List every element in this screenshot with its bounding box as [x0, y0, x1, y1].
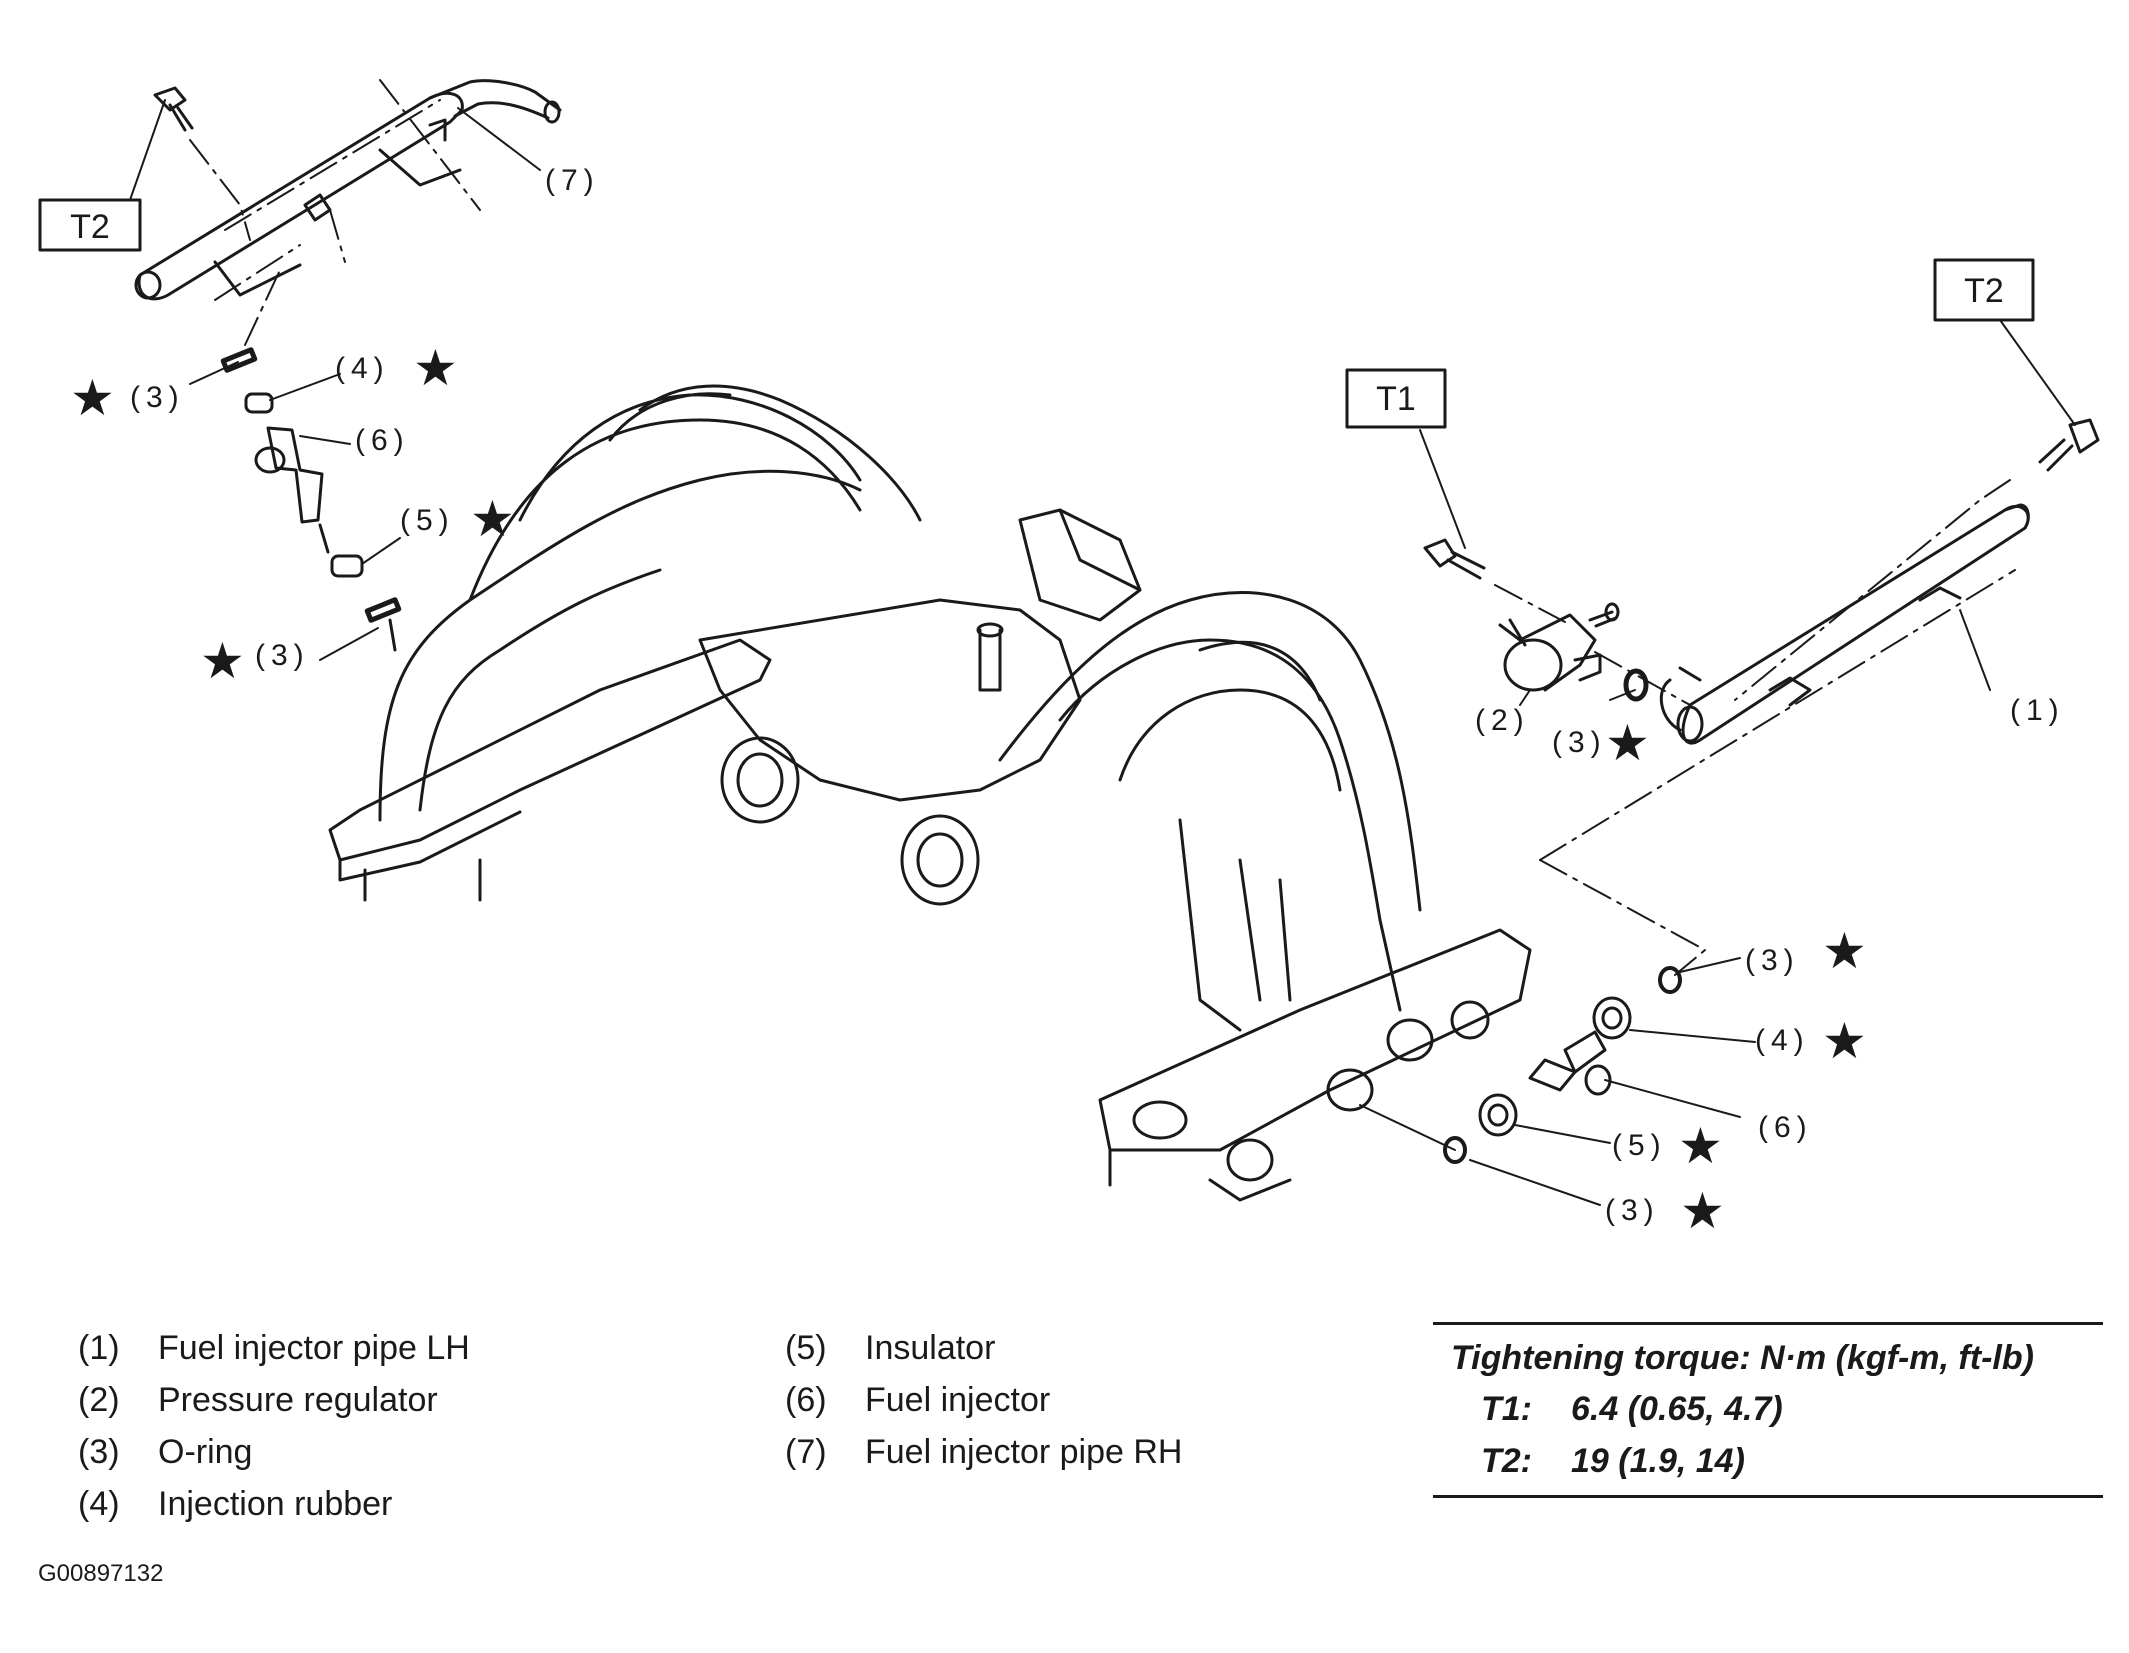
legend-label: Insulator — [865, 1329, 996, 1367]
legend-item: (6) Fuel injector — [785, 1374, 1182, 1426]
legend-label: Fuel injector pipe LH — [158, 1329, 470, 1367]
callout-7: (7) — [545, 164, 600, 197]
star-marker: ★ — [1605, 715, 1650, 771]
fuel-injector-pipe-lh — [1659, 503, 2030, 745]
figure-id: G00897132 — [38, 1560, 164, 1587]
legend-label: Fuel injector pipe RH — [865, 1433, 1183, 1471]
legend-label: Pressure regulator — [158, 1381, 438, 1419]
callout-3-left-bottom: (3) — [255, 639, 310, 672]
legend-number: (3) — [78, 1433, 120, 1471]
legend-item: (1) Fuel injector pipe LH — [78, 1322, 470, 1374]
legend-label: Injection rubber — [158, 1485, 393, 1523]
legend-item: (5) Insulator — [785, 1322, 1182, 1374]
t2-right-label: T2 — [1964, 272, 2004, 310]
star-marker: ★ — [70, 370, 115, 426]
legend-middle: (5) Insulator (6) Fuel injector (7) Fuel… — [785, 1322, 1182, 1478]
torque-row: T2: 19 (1.9, 14) — [1433, 1435, 2103, 1487]
exploded-view-diagram: T2 T1 T2 (7) (4) (3) (6) (5) (3) (2) (3)… — [38, 79, 2100, 1239]
star-marker: ★ — [1822, 923, 1867, 979]
star-marker: ★ — [470, 491, 515, 547]
star-marker: ★ — [1678, 1118, 1723, 1174]
fuel-injector-pipe-rh — [134, 79, 562, 301]
injector-stack-left — [220, 347, 402, 652]
callout-3-regulator: (3) — [1552, 726, 1607, 759]
star-marker: ★ — [413, 340, 458, 396]
callout-3-right: (3) — [1745, 944, 1800, 977]
torque-key: T1: — [1481, 1390, 1532, 1428]
t2-left-label: T2 — [70, 208, 110, 246]
callout-4-left: (4) — [335, 352, 390, 385]
callout-6-right: (6) — [1758, 1111, 1813, 1144]
star-marker: ★ — [1680, 1183, 1725, 1239]
legend-item: (4) Injection rubber — [78, 1478, 470, 1530]
torque-title: Tightening torque: N·m (kgf-m, ft-lb) — [1451, 1339, 2034, 1377]
pressure-regulator — [1498, 602, 1620, 692]
leader-lines-right — [1239, 319, 2076, 1206]
torque-value: 19 (1.9, 14) — [1571, 1442, 1745, 1480]
torque-row: T1: 6.4 (0.65, 4.7) — [1433, 1383, 2103, 1435]
torque-value: 6.4 (0.65, 4.7) — [1571, 1390, 1783, 1428]
legend-label: O-ring — [158, 1433, 253, 1471]
legend-left: (1) Fuel injector pipe LH (2) Pressure r… — [78, 1322, 470, 1530]
bolt-t1 — [1423, 538, 1486, 580]
t2-box-right — [1933, 258, 2035, 322]
legend-number: (7) — [785, 1433, 827, 1471]
legend-number: (5) — [785, 1329, 827, 1367]
t1-label: T1 — [1376, 380, 1416, 418]
legend-label: Fuel injector — [865, 1381, 1051, 1419]
bolt-t2-left — [153, 86, 194, 132]
callout-6-left: (6) — [355, 424, 410, 457]
callout-4-right: (4) — [1755, 1024, 1810, 1057]
t1-box — [1345, 368, 1447, 429]
bolt-t2-right — [2038, 418, 2100, 472]
torque-table: Tightening torque: N·m (kgf-m, ft-lb) T1… — [1433, 1322, 2103, 1498]
legend-number: (4) — [78, 1485, 120, 1523]
legend-number: (1) — [78, 1329, 120, 1367]
legend-item: (3) O-ring — [78, 1426, 470, 1478]
leader-lines-left — [129, 99, 541, 661]
star-marker: ★ — [200, 633, 245, 689]
legend-number: (2) — [78, 1381, 120, 1419]
legend-item: (7) Fuel injector pipe RH — [785, 1426, 1182, 1478]
callout-5-left: (5) — [400, 504, 455, 537]
callout-1: (1) — [2010, 694, 2065, 727]
callout-3-left-top: (3) — [130, 381, 185, 414]
torque-key: T2: — [1481, 1442, 1532, 1480]
star-marker: ★ — [1822, 1013, 1867, 1069]
callout-3-right-bottom: (3) — [1605, 1194, 1660, 1227]
o-ring-regulator — [1623, 668, 1649, 702]
callout-2: (2) — [1475, 704, 1530, 737]
legend-number: (6) — [785, 1381, 827, 1419]
t2-box-left — [38, 198, 142, 252]
legend-item: (2) Pressure regulator — [78, 1374, 470, 1426]
callout-5-right: (5) — [1612, 1129, 1667, 1162]
injector-stack-right — [1443, 966, 1682, 1164]
